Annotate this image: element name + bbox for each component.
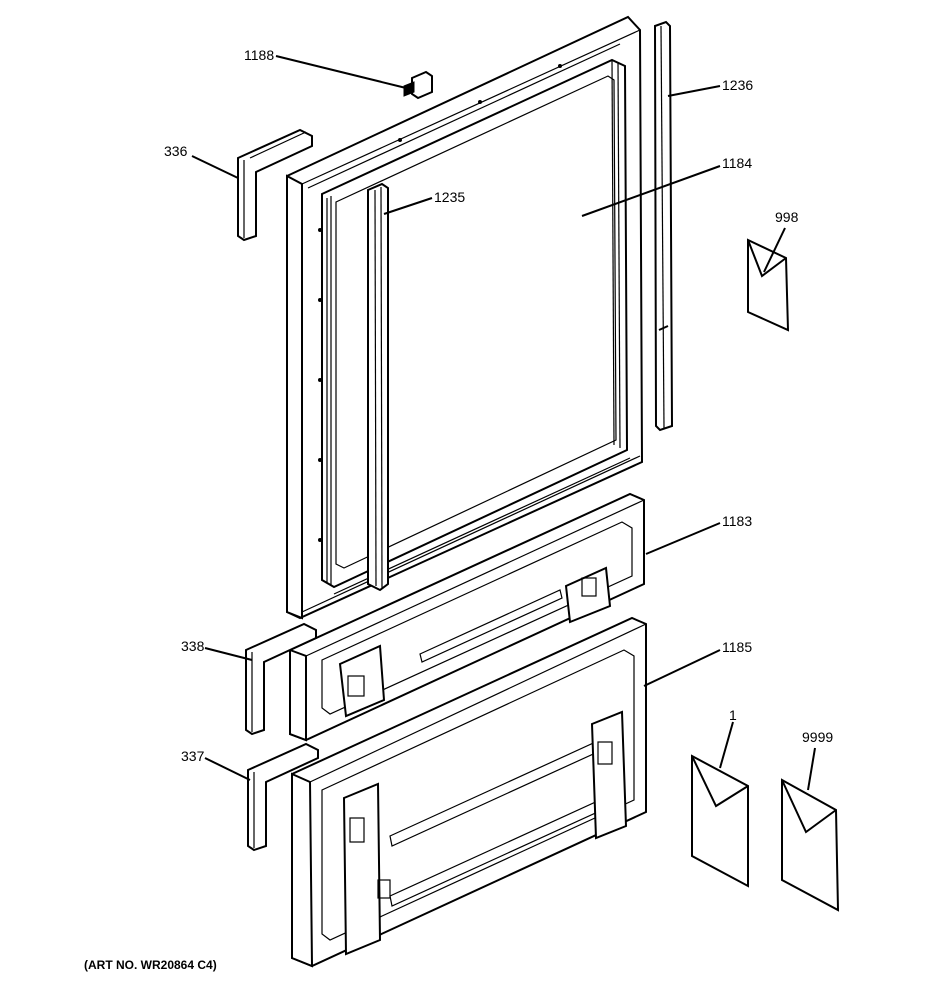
label-9999: 9999 xyxy=(802,729,833,745)
label-337: 337 xyxy=(181,748,205,764)
label-1188: 1188 xyxy=(244,47,274,63)
envelope-998 xyxy=(747,238,790,332)
label-1185: 1185 xyxy=(722,639,752,655)
gasket-strip-1235 xyxy=(367,182,389,592)
label-1183: 1183 xyxy=(722,513,752,529)
drawer-front-1183 xyxy=(289,492,645,742)
label-998: 998 xyxy=(775,209,799,225)
label-336: 336 xyxy=(164,143,188,159)
label-1235: 1235 xyxy=(434,189,465,205)
art-number: (ART NO. WR20864 C4) xyxy=(84,958,217,972)
gasket-strip-1236 xyxy=(653,20,674,432)
label-1184: 1184 xyxy=(722,155,752,171)
envelope-9999 xyxy=(781,778,840,912)
label-1236: 1236 xyxy=(722,77,753,93)
hinge-bracket-1188 xyxy=(403,70,433,100)
drawer-front-1185 xyxy=(291,616,647,968)
envelope-1 xyxy=(691,754,749,888)
end-cap-336 xyxy=(237,128,313,242)
leader-lines xyxy=(191,55,816,791)
end-cap-337 xyxy=(247,742,319,852)
part-labels: 1188 1236 336 1184 1235 998 1183 338 118… xyxy=(164,47,833,764)
label-1: 1 xyxy=(729,707,737,723)
end-cap-338 xyxy=(245,622,317,736)
label-338: 338 xyxy=(181,638,205,654)
